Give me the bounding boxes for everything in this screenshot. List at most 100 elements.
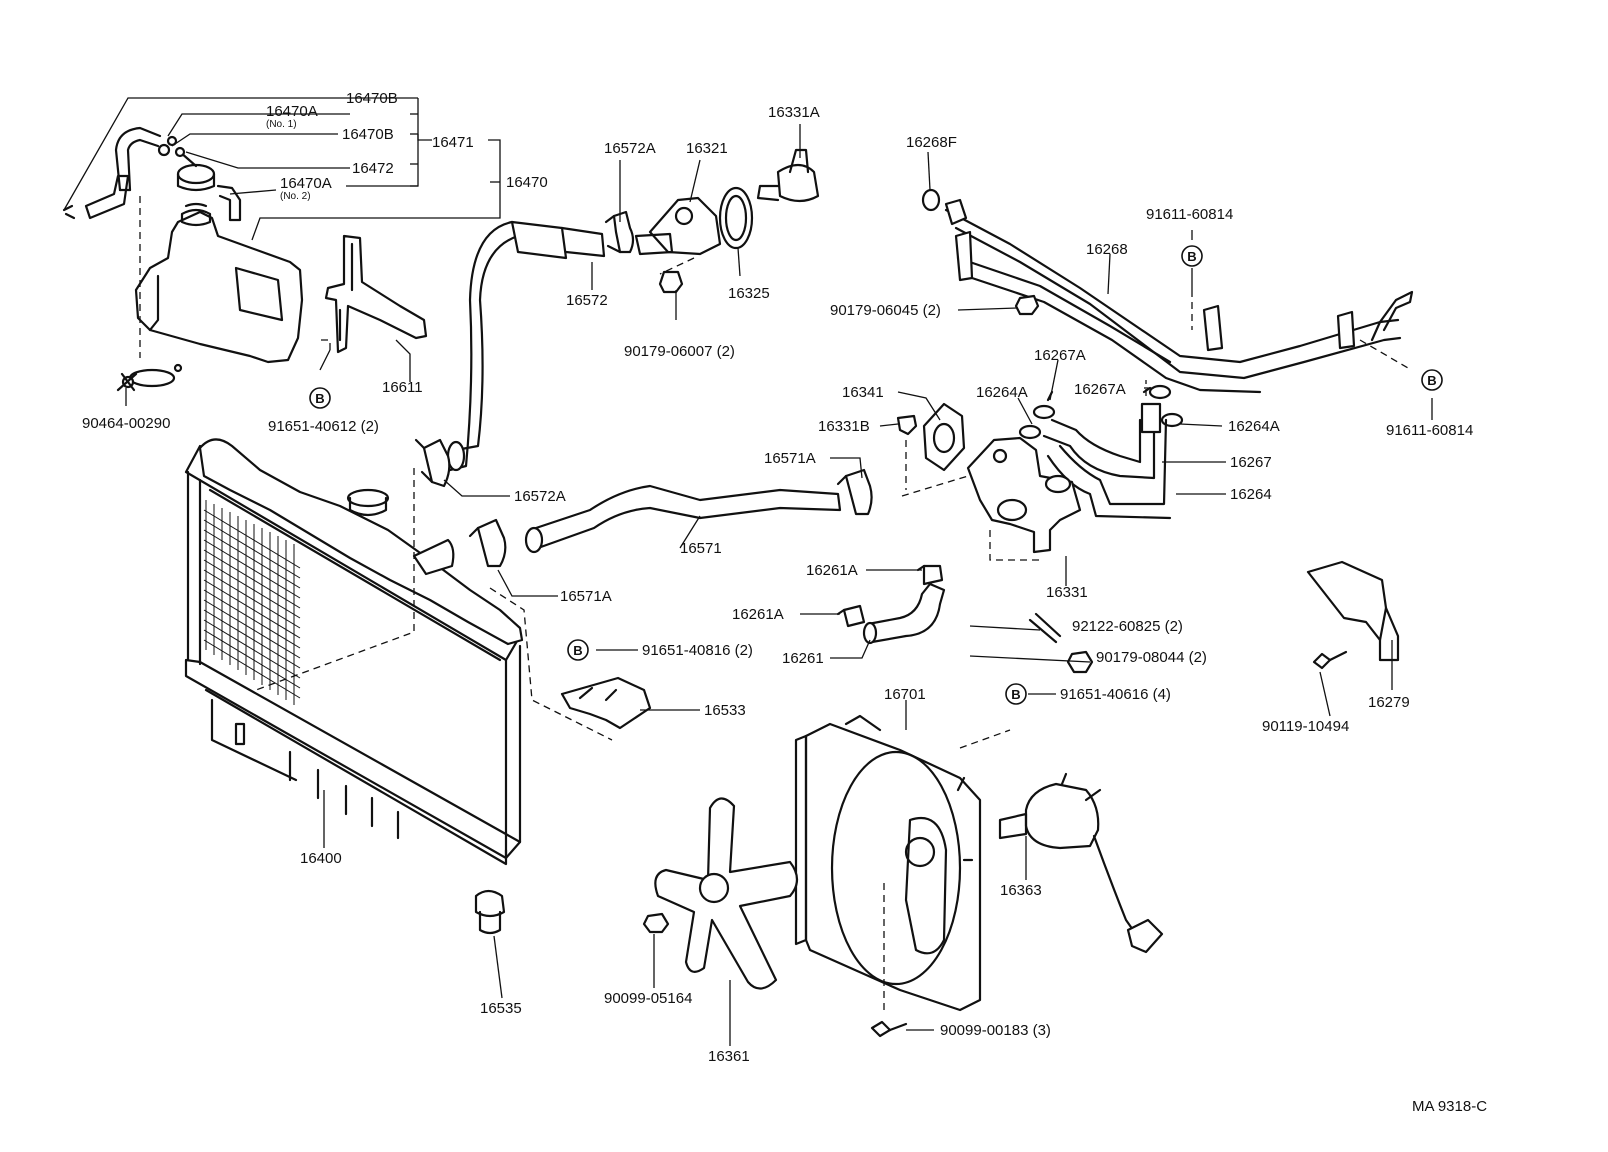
label-16470A-no2-note: (No. 2) (280, 191, 311, 202)
bracket-16533 (560, 676, 652, 730)
label-90099-05164: 90099-05164 (604, 990, 692, 1007)
label-16261: 16261 (782, 650, 824, 667)
label-16572A-top: 16572A (604, 140, 656, 157)
gasket-16325 (718, 186, 754, 250)
reservoir-cap (174, 146, 216, 192)
nut-90099-05164 (642, 912, 670, 934)
label-16325: 16325 (728, 285, 770, 302)
shield-16279 (1306, 560, 1400, 662)
label-16533: 16533 (704, 702, 746, 719)
core-fin-line (203, 559, 301, 619)
label-91651-40616: 91651-40616 (4) (1060, 686, 1171, 703)
label-90179-06007: 90179-06007 (2) (624, 343, 735, 360)
bolt-marker-91651-40816: B (567, 639, 589, 661)
label-90179-08044: 90179-08044 (2) (1096, 649, 1207, 666)
label-16267: 16267 (1230, 454, 1272, 471)
label-16400: 16400 (300, 850, 342, 867)
core-fin-line (203, 569, 301, 629)
clamps-16264A (1018, 412, 1184, 440)
radiator-top-tank (198, 438, 524, 646)
bolt-marker-91651-40616: B (1005, 683, 1027, 705)
bolt-90119-10494 (1312, 650, 1348, 670)
label-16261A-top: 16261A (806, 562, 858, 579)
label-16571A-top: 16571A (764, 450, 816, 467)
label-90099-00183: 90099-00183 (3) (940, 1022, 1051, 1039)
core-fin-line (203, 579, 301, 639)
label-16471: 16471 (432, 134, 474, 151)
label-91611-60814-right: 91611-60814 (1386, 422, 1473, 439)
reservoir-clamp (116, 363, 183, 392)
bolt-marker-91611-60814-top: B (1181, 245, 1203, 267)
label-16701: 16701 (884, 686, 926, 703)
label-16279: 16279 (1368, 694, 1410, 711)
label-16572A-low: 16572A (514, 488, 566, 505)
clamp-16572A-low (414, 438, 451, 488)
label-16611: 16611 (382, 379, 423, 396)
label-16363: 16363 (1000, 882, 1042, 899)
fan-16361 (654, 797, 799, 990)
label-16472: 16472 (352, 160, 394, 177)
label-90119-10494: 90119-10494 (1262, 718, 1349, 735)
label-16470A-no1-note: (No. 1) (266, 119, 297, 130)
bolt-marker-91651-40612: B (309, 387, 331, 409)
clamp-16572A-top (604, 210, 635, 254)
label-91611-60814-top: 91611-60814 (1146, 206, 1233, 223)
radiator-bottom-plug (474, 889, 506, 935)
bypass-pipe-16268 (944, 198, 1414, 394)
label-91651-40816: 91651-40816 (2) (642, 642, 753, 659)
core-fin-line (203, 519, 301, 579)
lower-radiator-hose (524, 484, 842, 554)
label-16267A-top: 16267A (1034, 347, 1086, 364)
core-fin-line (203, 619, 301, 679)
thermostat-16331A (756, 148, 820, 203)
label-16264A-right: 16264A (1228, 418, 1280, 435)
o-ring-16268F (921, 188, 941, 212)
svg-text:B: B (1011, 687, 1020, 702)
water-inlet-16331 (901, 436, 1082, 561)
label-91651-40612: 91651-40612 (2) (268, 418, 379, 435)
label-16341: 16341 (842, 384, 884, 401)
gasket-16341 (922, 402, 966, 472)
label-16361: 16361 (708, 1048, 750, 1065)
upper-radiator-hose (446, 220, 606, 472)
core-fin-line (203, 629, 301, 689)
nut-90179-06007 (658, 270, 684, 294)
label-16331A: 16331A (768, 104, 820, 121)
core-fin-line (203, 589, 301, 649)
clamps-16267A (1032, 384, 1172, 420)
label-16331: 16331 (1046, 584, 1088, 601)
stud-92122 (1028, 612, 1062, 644)
svg-text:B: B (1427, 373, 1436, 388)
label-16321: 16321 (686, 140, 728, 157)
core-fin-line (203, 599, 301, 659)
svg-text:B: B (315, 391, 324, 406)
clamp-16261A-low (836, 604, 866, 628)
drawing-code: MA 9318-C (1412, 1098, 1487, 1115)
fan-shroud-16701 (794, 714, 982, 1012)
core-fin-line (203, 539, 301, 599)
part-labels: 16470B 16470A (No. 1) 16470B 16471 16472… (82, 90, 1487, 1115)
label-90464-00290: 90464-00290 (82, 415, 170, 432)
label-90179-06045: 90179-06045 (2) (830, 302, 941, 319)
core-fin-line (203, 509, 301, 569)
clamp-16261A-top (916, 564, 944, 586)
bolt-90099-00183 (870, 880, 908, 1038)
fan-motor-16363 (998, 772, 1164, 954)
svg-text:B: B (573, 643, 582, 658)
label-16470B-top: 16470B (346, 90, 398, 107)
label-16571A-low: 16571A (560, 588, 612, 605)
label-16264: 16264 (1230, 486, 1272, 503)
reservoir-bracket (324, 234, 428, 354)
label-16331B: 16331B (818, 418, 870, 435)
label-16470A-no1: 16470A (266, 103, 318, 120)
label-16571: 16571 (680, 540, 722, 557)
label-16470B-mid: 16470B (342, 126, 394, 143)
reservoir-tank (134, 202, 304, 364)
clamp-16571A-low (468, 518, 507, 568)
reservoir-hose-no2 (62, 174, 242, 222)
bolt-marker-91611-60814-right: B (1421, 369, 1443, 391)
water-outlet-16321 (634, 196, 722, 275)
label-16572: 16572 (566, 292, 608, 309)
